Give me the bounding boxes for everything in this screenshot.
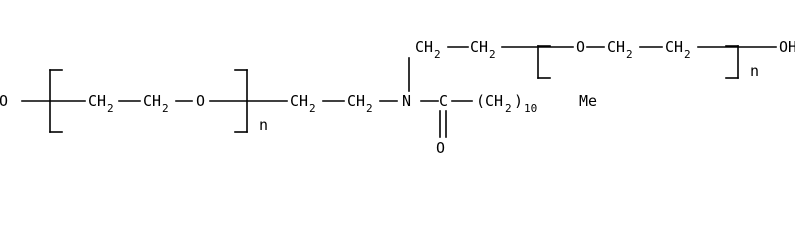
label-ch2-d-sub: 2 xyxy=(366,102,373,115)
amide-core-atoms: N C O (CH 2 ) 10 Me xyxy=(402,92,597,157)
label-ch2-c: CH xyxy=(290,92,308,110)
label-carbonyl-carbon: C xyxy=(439,92,448,110)
label-n-right: n xyxy=(750,62,759,80)
label-ch2-f: CH xyxy=(470,38,488,56)
chemical-structure: HO CH 2 CH 2 O n CH 2 CH 2 N C O (CH 2 )… xyxy=(0,38,795,157)
label-ch2-e: CH xyxy=(415,38,433,56)
label-carbonyl-oxygen: O xyxy=(436,139,445,157)
label-n-left: n xyxy=(259,116,268,134)
label-alkyl-chain: (CH xyxy=(476,92,503,110)
label-ch2-h-sub: 2 xyxy=(684,48,691,61)
label-o-left: O xyxy=(196,92,205,110)
label-ch2-h: CH xyxy=(665,38,683,56)
label-ch2-b: CH xyxy=(143,92,161,110)
right-chain-atoms: CH 2 CH 2 O CH 2 CH 2 n OH xyxy=(415,38,795,80)
label-ch2-a-sub: 2 xyxy=(107,102,114,115)
bond-lines xyxy=(21,46,777,138)
label-ch2-e-sub: 2 xyxy=(434,48,441,61)
left-chain-atoms: HO CH 2 CH 2 O n CH 2 CH 2 xyxy=(0,92,373,134)
label-nitrogen: N xyxy=(402,92,411,110)
label-oh-right: OH xyxy=(779,38,795,56)
label-methyl: Me xyxy=(579,92,597,110)
label-o-right: O xyxy=(576,38,585,56)
label-alkyl-chain-close: ) xyxy=(514,92,523,110)
right-peg-bracket xyxy=(537,45,739,79)
label-chain-count: 10 xyxy=(524,102,537,115)
label-ch2-g: CH xyxy=(607,38,625,56)
label-ho-left: HO xyxy=(0,92,8,110)
label-ch2-f-sub: 2 xyxy=(489,48,496,61)
label-ch2-b-sub: 2 xyxy=(162,102,169,115)
label-ch2-g-sub: 2 xyxy=(626,48,633,61)
label-ch2-a: CH xyxy=(88,92,106,110)
label-ch2-c-sub: 2 xyxy=(309,102,316,115)
label-alkyl-chain-sub: 2 xyxy=(505,102,512,115)
label-ch2-d: CH xyxy=(347,92,365,110)
